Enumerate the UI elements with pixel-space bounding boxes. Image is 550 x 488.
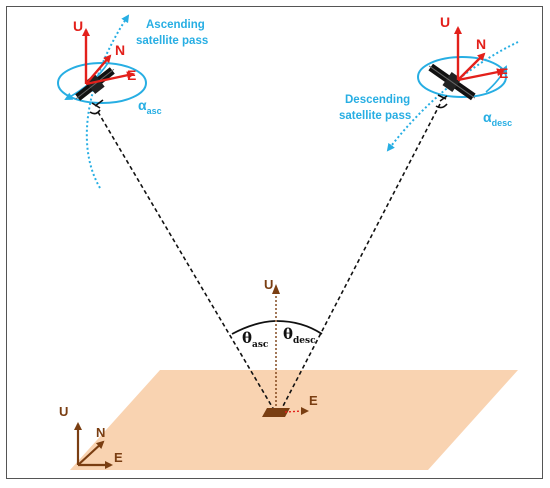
theta-asc-label: θasc	[242, 329, 269, 350]
ground-target	[262, 408, 290, 417]
reference-frame	[74, 422, 113, 469]
descending-north-label: N	[476, 36, 486, 52]
descending-north-axis	[457, 52, 486, 81]
descending-east-label: E	[499, 65, 508, 81]
theta-asc-arc	[231, 320, 276, 335]
ground-plane	[70, 370, 518, 470]
ascending-line-of-sight	[97, 111, 275, 411]
ascending-antenna-icon	[89, 99, 104, 115]
ascending-east-label: E	[127, 67, 136, 83]
ground-up-label: U	[264, 277, 273, 292]
descending-satellite-icon	[428, 63, 476, 101]
theta-desc-label: θdesc	[283, 325, 316, 346]
ascending-north-label: N	[115, 42, 125, 58]
descending-east-axis	[457, 68, 505, 82]
ascending-pass-path	[85, 14, 130, 189]
descending-line-of-sight	[280, 103, 441, 411]
ascending-east-axis	[85, 71, 135, 86]
ascending-pass-label: Ascending satellite pass	[136, 19, 208, 47]
ground-east-label: E	[309, 393, 318, 408]
ascending-heading-ellipse	[57, 62, 147, 104]
descending-heading-ellipse	[417, 56, 507, 98]
ascending-satellite-icon	[75, 67, 115, 101]
ascending-north-axis	[85, 54, 112, 85]
alpha-asc-label: αasc	[138, 97, 162, 116]
alpha-desc-label: αdesc	[483, 109, 512, 128]
ground-east-axis	[284, 410, 303, 413]
ground-east-arrowhead	[301, 407, 309, 415]
descending-satellite-group	[386, 26, 519, 152]
reference-east-label: E	[114, 450, 123, 465]
reference-north-label: N	[96, 425, 105, 440]
descending-pass-label: Descending satellite pass	[339, 94, 413, 122]
descending-up-label: U	[440, 14, 450, 30]
theta-desc-arc	[276, 320, 323, 335]
ascending-up-label: U	[73, 18, 83, 34]
reference-up-label: U	[59, 404, 68, 419]
descending-antenna-icon	[435, 94, 448, 109]
ascending-satellite-group	[57, 14, 147, 189]
ground-up-arrowhead	[272, 284, 280, 294]
